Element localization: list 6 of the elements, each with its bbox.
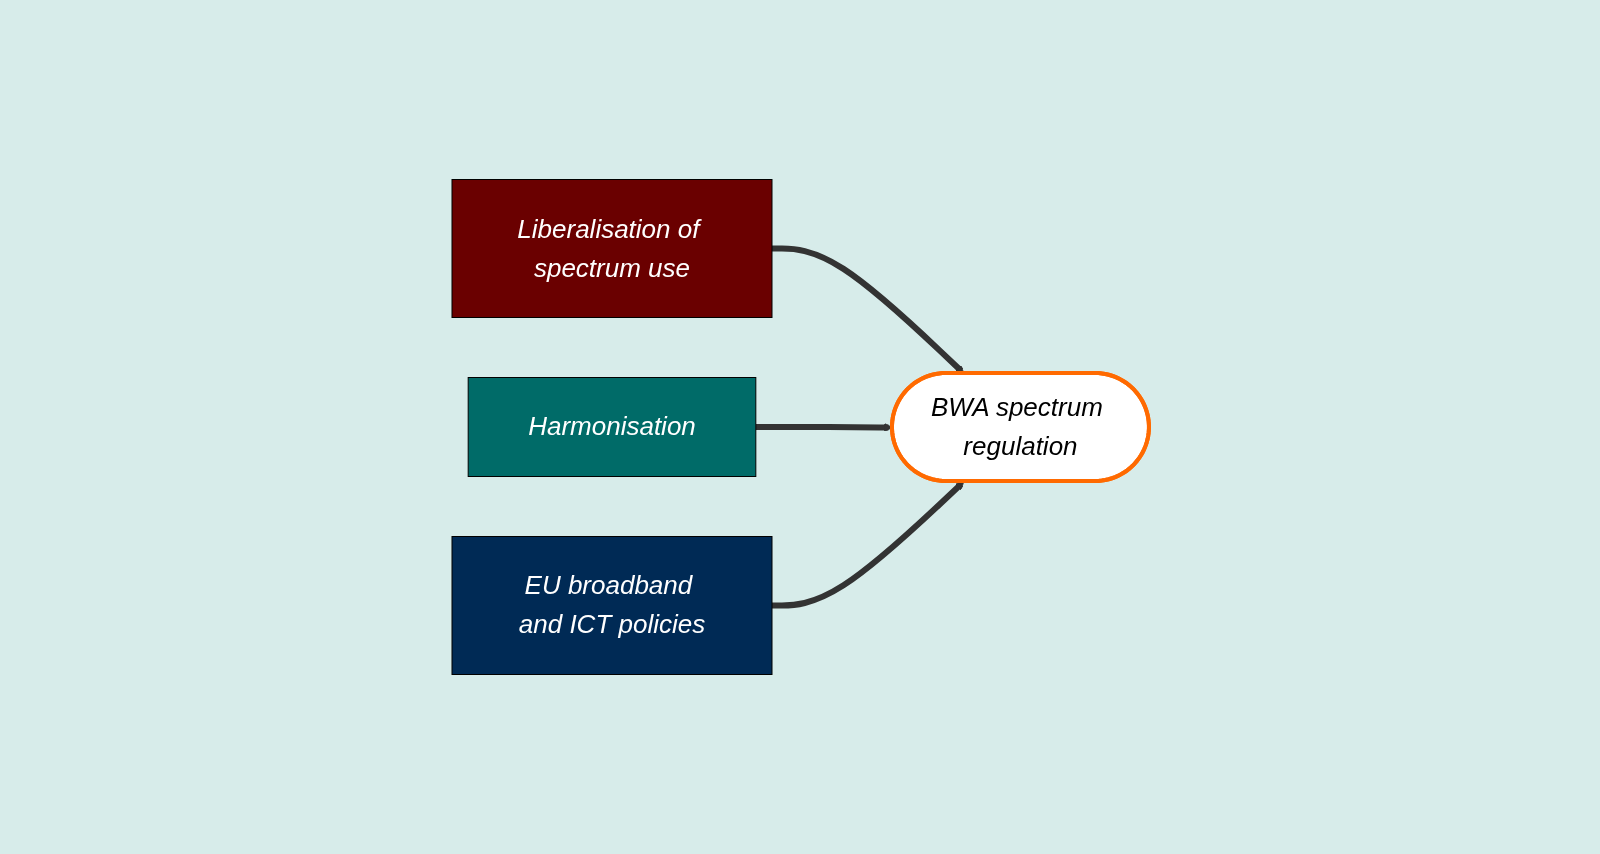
node-box: Harmonisation: [467, 377, 756, 477]
arrow: [755, 423, 893, 432]
arrow: [771, 245, 964, 374]
node-box: EU broadband and ICT policies: [451, 536, 773, 675]
arrow: [771, 481, 964, 609]
node-box: Liberalisation of spectrum use: [451, 179, 773, 318]
